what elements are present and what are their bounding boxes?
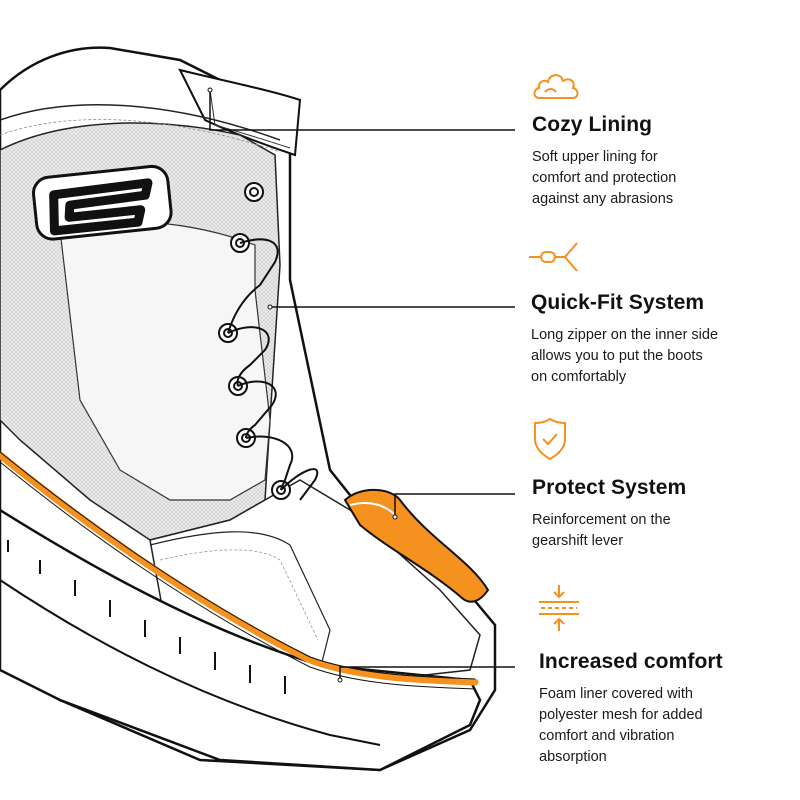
feature-title: Quick-Fit System (531, 291, 705, 314)
description-line: allows you to put the boots (531, 348, 703, 364)
feature-description: Long zipper on the inner side allows you… (531, 325, 796, 388)
description-line: Long zipper on the inner side (531, 327, 719, 343)
shield-check-icon (531, 417, 569, 466)
feature-cozy-lining: Cozy Lining Soft upper lining for comfor… (532, 113, 792, 210)
description-line: Foam liner covered with (539, 686, 693, 702)
description-line: polyester mesh for added (539, 707, 703, 723)
feature-description: Foam liner covered with polyester mesh f… (539, 684, 794, 768)
description-line: comfort and vibration (539, 728, 675, 744)
gearshift-pad (343, 488, 490, 603)
foam-liner (0, 451, 479, 686)
description-line: absorption (539, 749, 607, 765)
feature-description: Soft upper lining for comfort and protec… (532, 147, 792, 210)
zipper-icon (529, 237, 581, 282)
description-line: comfort and protection (532, 170, 677, 186)
laces (227, 238, 319, 501)
feature-protect-system: Protect System Reinforcement on the gear… (532, 476, 792, 552)
description-line: gearshift lever (532, 533, 624, 549)
feature-description: Reinforcement on the gearshift lever (532, 510, 792, 552)
cloud-icon (531, 68, 581, 107)
leader-lines (209, 90, 515, 680)
description-line: Reinforcement on the (532, 512, 671, 528)
feature-title: Cozy Lining (532, 113, 653, 136)
feature-quick-fit-system: Quick-Fit System Long zipper on the inne… (531, 291, 796, 388)
outsole (0, 508, 482, 772)
feature-increased-comfort: Increased comfort Foam liner covered wit… (539, 650, 794, 768)
brand-logo (31, 164, 173, 241)
description-line: against any abrasions (532, 191, 674, 207)
feature-title: Increased comfort (539, 650, 723, 673)
compression-icon (537, 583, 581, 638)
description-line: on comfortably (531, 369, 627, 385)
feature-title: Protect System (532, 476, 687, 499)
description-line: Soft upper lining for (532, 149, 658, 165)
